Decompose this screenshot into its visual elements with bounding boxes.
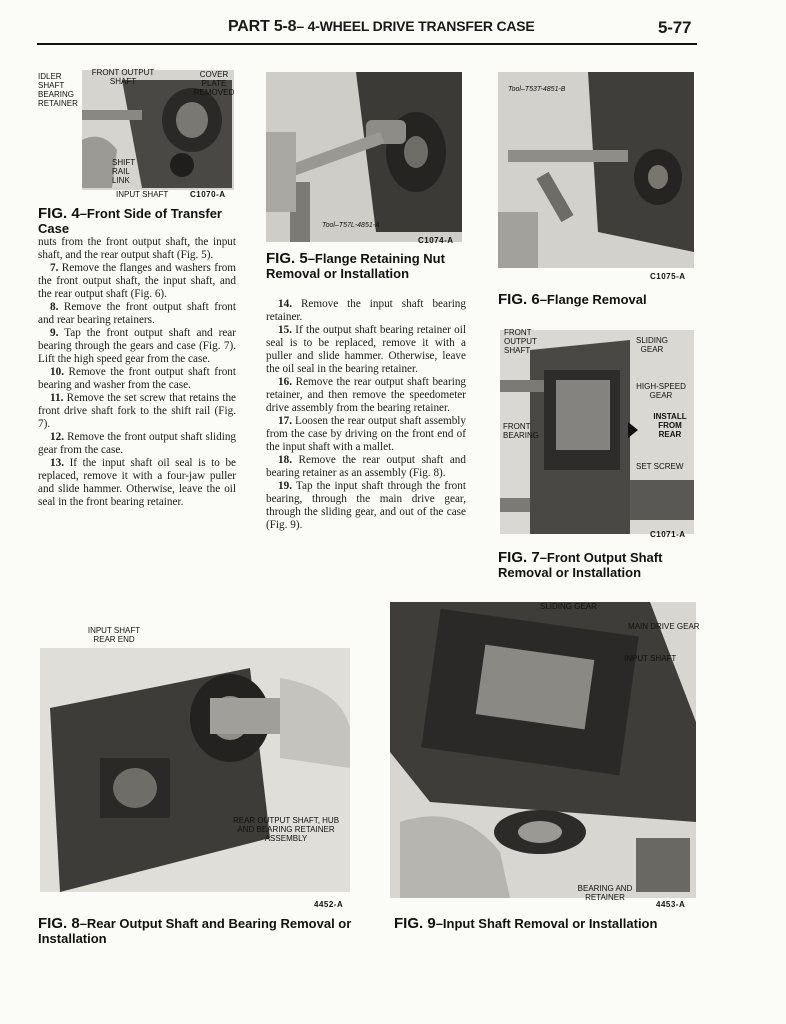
col2-step: 16. Remove the rear output shaft bearing…: [266, 376, 467, 414]
fig4-caption-text: –Front Side of Transfer Case: [38, 206, 222, 236]
fig4-caption-num: FIG. 4: [38, 205, 80, 222]
fig9-photo: [390, 602, 696, 898]
col2-step: 17. Loosen the rear output shaft assembl…: [266, 415, 466, 453]
fig9-figure-id: 4453-A: [656, 900, 686, 909]
fig7-photo: [500, 330, 694, 534]
fig4-label-front-output: FRONT OUTPUT SHAFT: [91, 68, 155, 86]
fig4-photo: [82, 70, 234, 190]
header-rule: [37, 43, 697, 45]
fig9-caption-num: FIG. 9: [394, 915, 436, 932]
fig7-caption-num: FIG. 7: [498, 549, 540, 566]
fig4-label-idler: IDLER SHAFT BEARING RETAINER: [38, 72, 78, 108]
col1-step: 8. Remove the front output shaft front a…: [38, 301, 236, 326]
fig8-label-rear-output: REAR OUTPUT SHAFT, HUB AND BEARING RETAI…: [232, 816, 340, 843]
fig6-photo: [498, 72, 694, 268]
fig8-caption: FIG. 8–Rear Output Shaft and Bearing Rem…: [38, 916, 368, 946]
col1-continuation: nuts from the front output shaft, the in…: [38, 236, 236, 261]
fig5-tool-label: Tool–T57L-4851-A: [322, 222, 380, 229]
fig4-caption: FIG. 4–Front Side of Transfer Case: [38, 206, 248, 236]
section-title: – 4-WHEEL DRIVE TRANSFER CASE: [296, 18, 535, 34]
fig5-caption-num: FIG. 5: [266, 250, 308, 267]
fig5-photo: [266, 72, 462, 242]
fig8-caption-num: FIG. 8: [38, 915, 80, 932]
fig9-label-input-shaft: INPUT SHAFT: [624, 654, 677, 663]
fig5-figure-id: C1074-A: [418, 236, 454, 245]
fig4-label-input-shaft: INPUT SHAFT: [116, 190, 169, 199]
col2-step: 15. If the output shaft bearing retainer…: [266, 324, 466, 375]
fig9-caption-text: –Input Shaft Removal or Installation: [435, 916, 658, 931]
col2-step: 19. Tap the input shaft through the fron…: [266, 480, 466, 531]
fig9-caption: FIG. 9–Input Shaft Removal or Installati…: [394, 916, 694, 931]
text-column-1: nuts from the front output shaft, the in…: [38, 236, 236, 509]
fig7-caption: FIG. 7–Front Output Shaft Removal or Ins…: [498, 550, 698, 580]
fig7-label-install: INSTALL FROM REAR: [653, 412, 687, 439]
fig8-photo: [40, 648, 350, 892]
fig6-caption-num: FIG. 6: [498, 291, 540, 308]
fig4-label-cover: COVER PLATE REMOVED: [193, 70, 235, 97]
text-column-2: 14. Remove the input shaft bearing retai…: [266, 298, 466, 532]
fig4-label-shift-rail: SHIFT RAIL LINK: [112, 158, 135, 185]
fig8-caption-text: –Rear Output Shaft and Bearing Removal o…: [38, 916, 352, 946]
fig6-figure-id: C1075-A: [650, 272, 686, 281]
fig5-caption-text: –Flange Retaining Nut Removal or Install…: [266, 251, 445, 281]
col1-step: 13. If the input shaft oil seal is to be…: [38, 457, 237, 508]
fig5-caption: FIG. 5–Flange Retaining Nut Removal or I…: [266, 251, 466, 281]
fig7-label-sliding-gear: SLIDING GEAR: [635, 336, 668, 354]
col2-step: 18. Remove the rear output shaft and bea…: [266, 454, 466, 479]
fig7-label-set-screw: SET SCREW: [636, 462, 684, 471]
part-label: PART 5-8: [228, 18, 297, 35]
fig4-figure-id: C1070-A: [190, 190, 226, 199]
fig9-label-main-drive: MAIN DRIVE GEAR: [628, 622, 700, 631]
col2-step: 14. Remove the input shaft bearing retai…: [266, 298, 466, 323]
col1-step: 9. Tap the front output shaft and rear b…: [38, 327, 236, 365]
fig7-label-high-speed: HIGH-SPEED GEAR: [636, 382, 686, 400]
fig7-label-front-bearing: FRONT BEARING: [503, 422, 540, 440]
fig9-label-bearing: BEARING AND RETAINER: [577, 884, 633, 902]
col1-step: 11. Remove the set screw that retains th…: [38, 392, 237, 430]
fig7-caption-text: –Front Output Shaft Removal or Installat…: [498, 550, 663, 580]
fig6-caption: FIG. 6–Flange Removal: [498, 292, 698, 307]
col1-step: 10. Remove the front output shaft front …: [38, 366, 236, 391]
page-header-title: PART 5-8– 4-WHEEL DRIVE TRANSFER CASE: [228, 18, 548, 36]
fig8-figure-id: 4452-A: [314, 900, 344, 909]
fig8-label-input-shaft: INPUT SHAFT REAR END: [87, 626, 141, 644]
col1-step: 12. Remove the front output shaft slidin…: [38, 431, 237, 456]
fig7-figure-id: C1071-A: [650, 530, 686, 539]
fig6-caption-text: –Flange Removal: [539, 292, 647, 307]
page-number: 5-77: [658, 18, 692, 37]
col1-step: 7. Remove the flanges and washers from t…: [38, 262, 236, 300]
fig6-tool-label: Tool–T53T-4851-B: [508, 86, 566, 93]
fig7-label-front-output: FRONT OUTPUT SHAFT: [504, 328, 537, 355]
fig9-label-sliding-gear: SLIDING GEAR: [540, 602, 597, 611]
